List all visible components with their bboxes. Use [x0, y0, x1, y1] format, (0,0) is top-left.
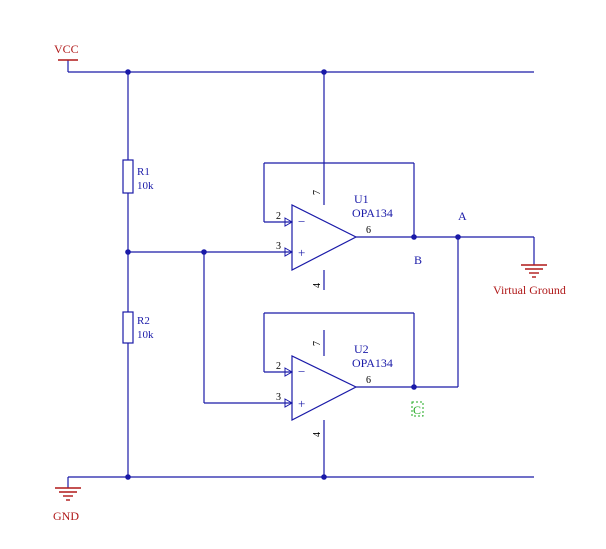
node-a-label: A: [458, 209, 467, 223]
r2-ref: R2: [137, 315, 150, 327]
r1-ref: R1: [137, 166, 150, 178]
r1-value: 10k: [137, 180, 154, 192]
virtual-ground-symbol-icon: [521, 264, 547, 278]
junction-dot: [411, 234, 417, 240]
wires: [67, 60, 535, 488]
resistor-icon: [122, 159, 134, 194]
opamp-icon: [284, 204, 358, 271]
u2-pin-vminus: 4: [312, 432, 323, 437]
junctions: [125, 69, 461, 480]
opamp-icon: [284, 355, 358, 421]
u1-part: OPA134: [352, 206, 393, 220]
u1-pin-inv: 2: [276, 211, 281, 222]
u1-pin-out: 6: [366, 225, 371, 236]
u2-inv-symbol: −: [298, 364, 305, 379]
junction-dot: [321, 474, 327, 480]
u1-inv-symbol: −: [298, 214, 305, 229]
junction-dot: [321, 69, 327, 75]
u2-pin-vplus: 7: [312, 341, 323, 346]
gnd-label: GND: [53, 509, 79, 523]
u2-part: OPA134: [352, 356, 393, 370]
node-b-label: B: [414, 253, 422, 267]
vcc-symbol-icon: VCC: [54, 42, 79, 61]
u1-pin-vplus: 7: [312, 190, 323, 195]
junction-dot: [125, 474, 131, 480]
junction-dot: [125, 69, 131, 75]
ground-symbol-icon: [55, 487, 81, 501]
u2-pin-noninv: 3: [276, 392, 281, 403]
virtual-ground-label: Virtual Ground: [493, 283, 566, 297]
u1-ref: U1: [354, 192, 369, 206]
junction-dot: [455, 234, 461, 240]
node-c-selection[interactable]: C: [411, 401, 424, 417]
junction-dot: [411, 384, 417, 390]
u2-ref: U2: [354, 342, 369, 356]
resistor-icon: [122, 311, 134, 344]
r2-value: 10k: [137, 329, 154, 341]
vcc-label: VCC: [54, 42, 79, 56]
u1-noninv-symbol: +: [298, 245, 305, 260]
junction-dot: [201, 249, 207, 255]
u1-pin-noninv: 3: [276, 241, 281, 252]
u2-pin-inv: 2: [276, 361, 281, 372]
junction-dot: [125, 249, 131, 255]
u1-pin-vminus: 4: [312, 283, 323, 288]
u2-pin-out: 6: [366, 375, 371, 386]
u2-noninv-symbol: +: [298, 396, 305, 411]
node-c-label: C: [413, 403, 421, 417]
